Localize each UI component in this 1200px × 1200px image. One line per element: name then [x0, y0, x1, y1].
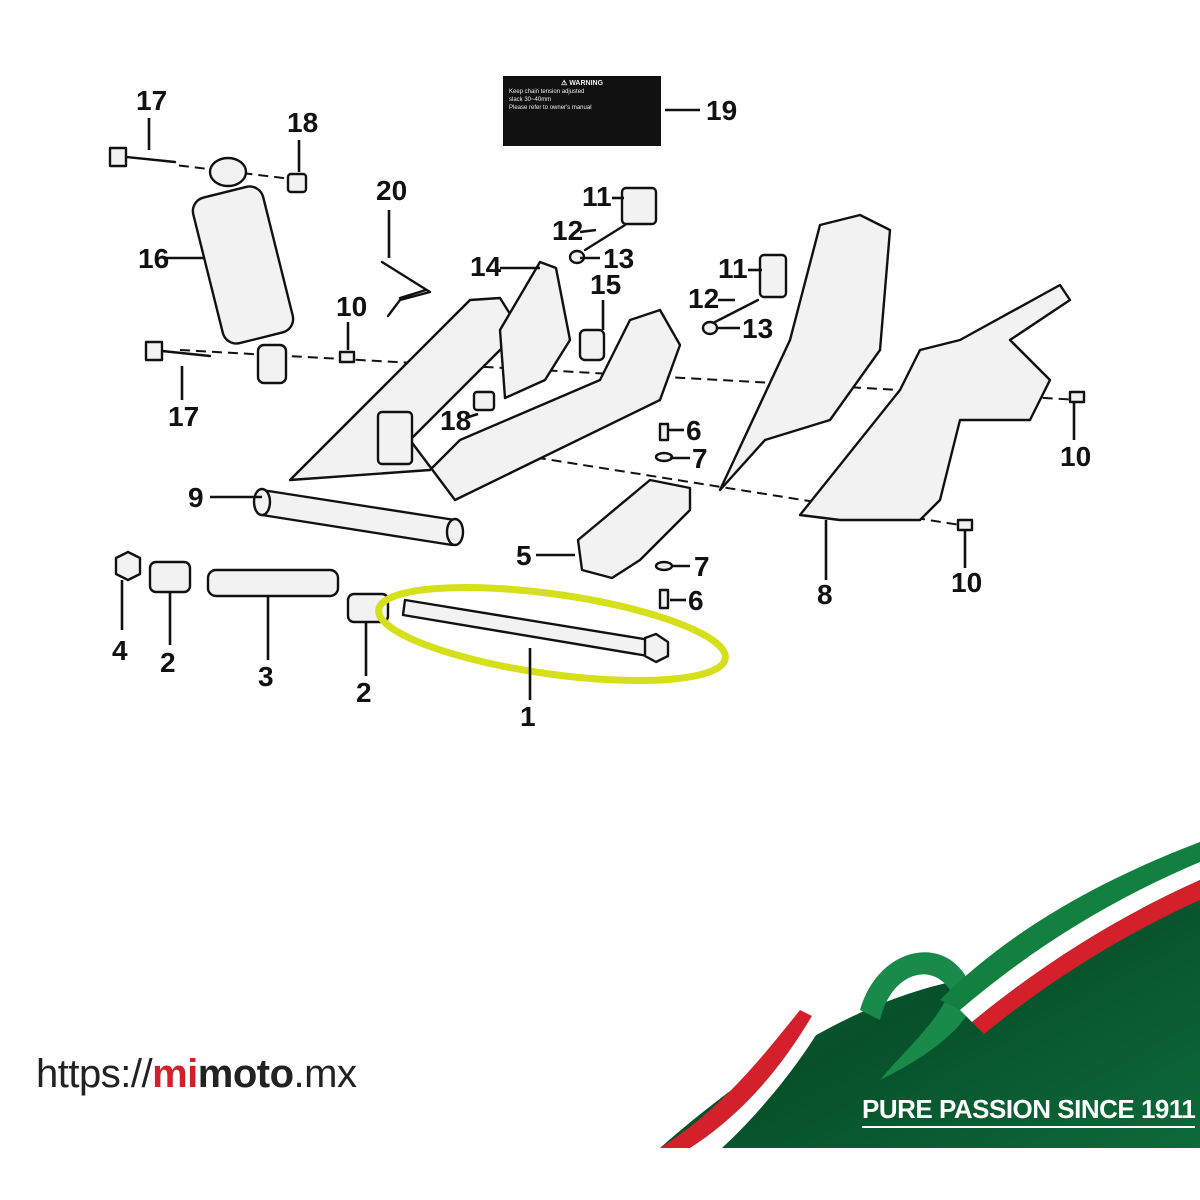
nut-18-top: [286, 172, 308, 194]
warning-label-line-3: Please refer to owner's manual: [509, 105, 592, 111]
callout-15: 15: [590, 269, 621, 300]
chain-plate-14: [498, 260, 572, 400]
url-brand-dark: moto: [197, 1052, 294, 1096]
warning-label-line-1: Keep chain tension adjusted: [509, 89, 585, 95]
chain-slider-5: [576, 478, 692, 580]
highlight-ellipse: [375, 584, 729, 684]
shock-absorber: [191, 156, 295, 385]
adjuster-11-right: [758, 253, 788, 299]
screw-6-bottom: [658, 588, 670, 610]
callout-11-left: 11: [582, 181, 612, 212]
warning-label-title: WARNING: [569, 80, 604, 87]
callout-8: 8: [817, 579, 833, 610]
callout-17-bottom: 17: [168, 401, 199, 432]
bolt-17-top: [108, 146, 177, 168]
url-brand-red: mi: [152, 1052, 198, 1096]
callout-10-left: 10: [336, 291, 367, 322]
callout-7-top: 7: [692, 443, 708, 474]
callout-7-bottom: 7: [694, 551, 710, 582]
adjuster-11-left: [620, 186, 658, 226]
bolt-10-left: [338, 350, 356, 364]
callout-11-right: 11: [718, 253, 748, 284]
callout-2-right: 2: [356, 677, 372, 708]
warning-label-plate: ⚠ WARNING Keep chain tension adjusted sl…: [503, 76, 661, 146]
callout-3: 3: [258, 661, 274, 692]
bolt-12-right: [713, 298, 760, 324]
callout-1: 1: [520, 701, 536, 732]
screw-6-top: [658, 422, 670, 442]
shock-top-axis: [174, 164, 301, 181]
swingarm-exploded-diagram: 17 18 19 20 11 12 13 14 15 16 10 11 12 1…: [108, 85, 1091, 732]
ribbon-white-stripe: [690, 1016, 824, 1148]
callout-19: 19: [706, 95, 737, 126]
ribbon-loop-green: [860, 952, 975, 1080]
warning-label-line-2: slack 30~40mm: [509, 97, 552, 103]
callout-9: 9: [188, 482, 204, 513]
rear-fender-8: [718, 213, 1072, 522]
callout-12-left: 12: [552, 215, 583, 246]
callout-10-bottom: 10: [951, 567, 982, 598]
callout-5: 5: [516, 540, 532, 571]
callout-2-left: 2: [160, 647, 176, 678]
swingarm: [252, 296, 682, 547]
pivot-axle-1: [401, 598, 670, 664]
url-prefix: https://: [36, 1052, 153, 1096]
callout-17-top: 17: [136, 85, 167, 116]
bolt-10-right: [1068, 390, 1086, 404]
ribbon-upper-white: [960, 862, 1200, 1022]
callout-4: 4: [112, 635, 128, 666]
slogan-text: PURE PASSION SINCE 1911: [862, 1094, 1196, 1128]
callout-18-top: 18: [287, 107, 318, 138]
green-band: [660, 850, 1200, 1148]
ribbon-upper-red: [972, 880, 1200, 1034]
callout-numbers: 17 18 19 20 11 12 13 14 15 16 10 11 12 1…: [112, 85, 1091, 732]
callout-20: 20: [376, 175, 407, 206]
ribbon-upper-green: [940, 842, 1200, 1010]
bushing-15: [578, 328, 606, 362]
leader-lines: [120, 108, 1076, 700]
website-url[interactable]: https://mimoto.mx: [36, 1052, 357, 1097]
nut-18-lower: [472, 390, 496, 412]
callout-16: 16: [138, 243, 169, 274]
bracket-20: [380, 260, 432, 318]
callout-13-left: 13: [603, 243, 634, 274]
callout-14: 14: [470, 251, 502, 282]
callout-13-right: 13: [742, 313, 773, 344]
callout-6-bottom: 6: [688, 585, 704, 616]
url-suffix: .mx: [293, 1052, 357, 1096]
callout-12-right: 12: [688, 283, 719, 314]
warning-triangle-icon: ⚠: [560, 80, 568, 87]
callout-18-lower: 18: [440, 405, 471, 436]
ribbon-red-stripe: [660, 1010, 812, 1148]
bolt-17-bottom: [144, 340, 212, 362]
callout-10-right: 10: [1060, 441, 1091, 472]
callout-6-top: 6: [686, 415, 702, 446]
bolt-12-left: [583, 223, 627, 252]
nut-4: [114, 550, 142, 582]
sleeve-3: [206, 568, 340, 598]
